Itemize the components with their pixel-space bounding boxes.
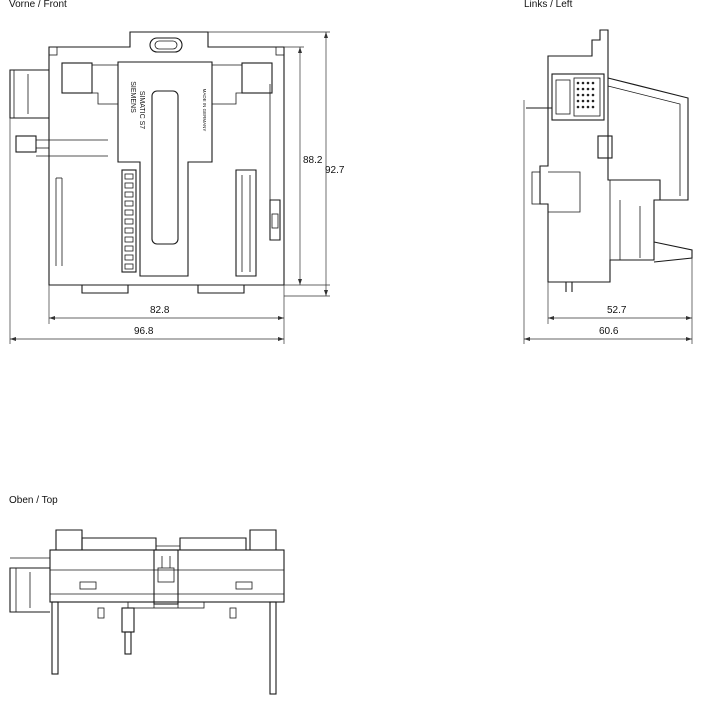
top-center-module: [153, 549, 179, 605]
top-block-right: [249, 529, 277, 550]
left-body-outline: [539, 29, 661, 283]
top-view-title: Oben / Top: [9, 495, 58, 506]
front-panel-left: [61, 62, 93, 94]
top-left-block: [9, 567, 50, 613]
left-top-connector: [551, 73, 605, 121]
front-made-in-label: MADE IN GERMANY: [202, 89, 207, 132]
front-brand-label: SIEMENS: [129, 81, 136, 113]
front-width-outer: 96.8: [134, 326, 154, 337]
front-panel-right: [241, 62, 273, 94]
front-foot-left: [81, 285, 129, 294]
top-leg-left: [51, 601, 59, 675]
left-lower-clip: [653, 241, 693, 263]
top-leg-center: [121, 607, 135, 633]
left-view-title: Links / Left: [524, 0, 573, 10]
front-latch-tab: [15, 135, 37, 153]
top-view: [9, 529, 285, 695]
front-pin-row: [124, 173, 134, 270]
front-foot-right: [197, 285, 245, 294]
top-block-left: [55, 529, 83, 550]
left-width-inner: 52.7: [607, 305, 627, 316]
front-model-label: SIMATIC S7: [138, 91, 145, 129]
front-right-clip: [269, 199, 281, 241]
left-dimensions: 52.7 60.6: [523, 100, 693, 344]
front-label-plate: [117, 61, 213, 277]
front-view: SIEMENS SIMATIC S7 MADE IN GERMANY: [9, 31, 285, 294]
front-right-bracket: [235, 169, 257, 277]
front-center-slot: [151, 90, 179, 245]
front-width-inner: 82.8: [150, 305, 170, 316]
front-top-slot: [149, 37, 183, 53]
front-left-block: [9, 69, 49, 119]
front-height-outer: 92.7: [325, 165, 345, 176]
left-bracket: [607, 77, 689, 201]
front-dimensions: 88.2 92.7 82.8 96.8: [9, 31, 345, 344]
left-width-outer: 60.6: [599, 326, 619, 337]
left-connector-pins: [576, 81, 595, 109]
front-pin-connector: [121, 169, 137, 273]
front-height-inner: 88.2: [303, 155, 323, 166]
left-view: [526, 29, 693, 292]
front-view-title: Vorne / Front: [9, 0, 67, 10]
front-body-outline: [48, 31, 285, 286]
top-leg-right: [269, 601, 277, 695]
